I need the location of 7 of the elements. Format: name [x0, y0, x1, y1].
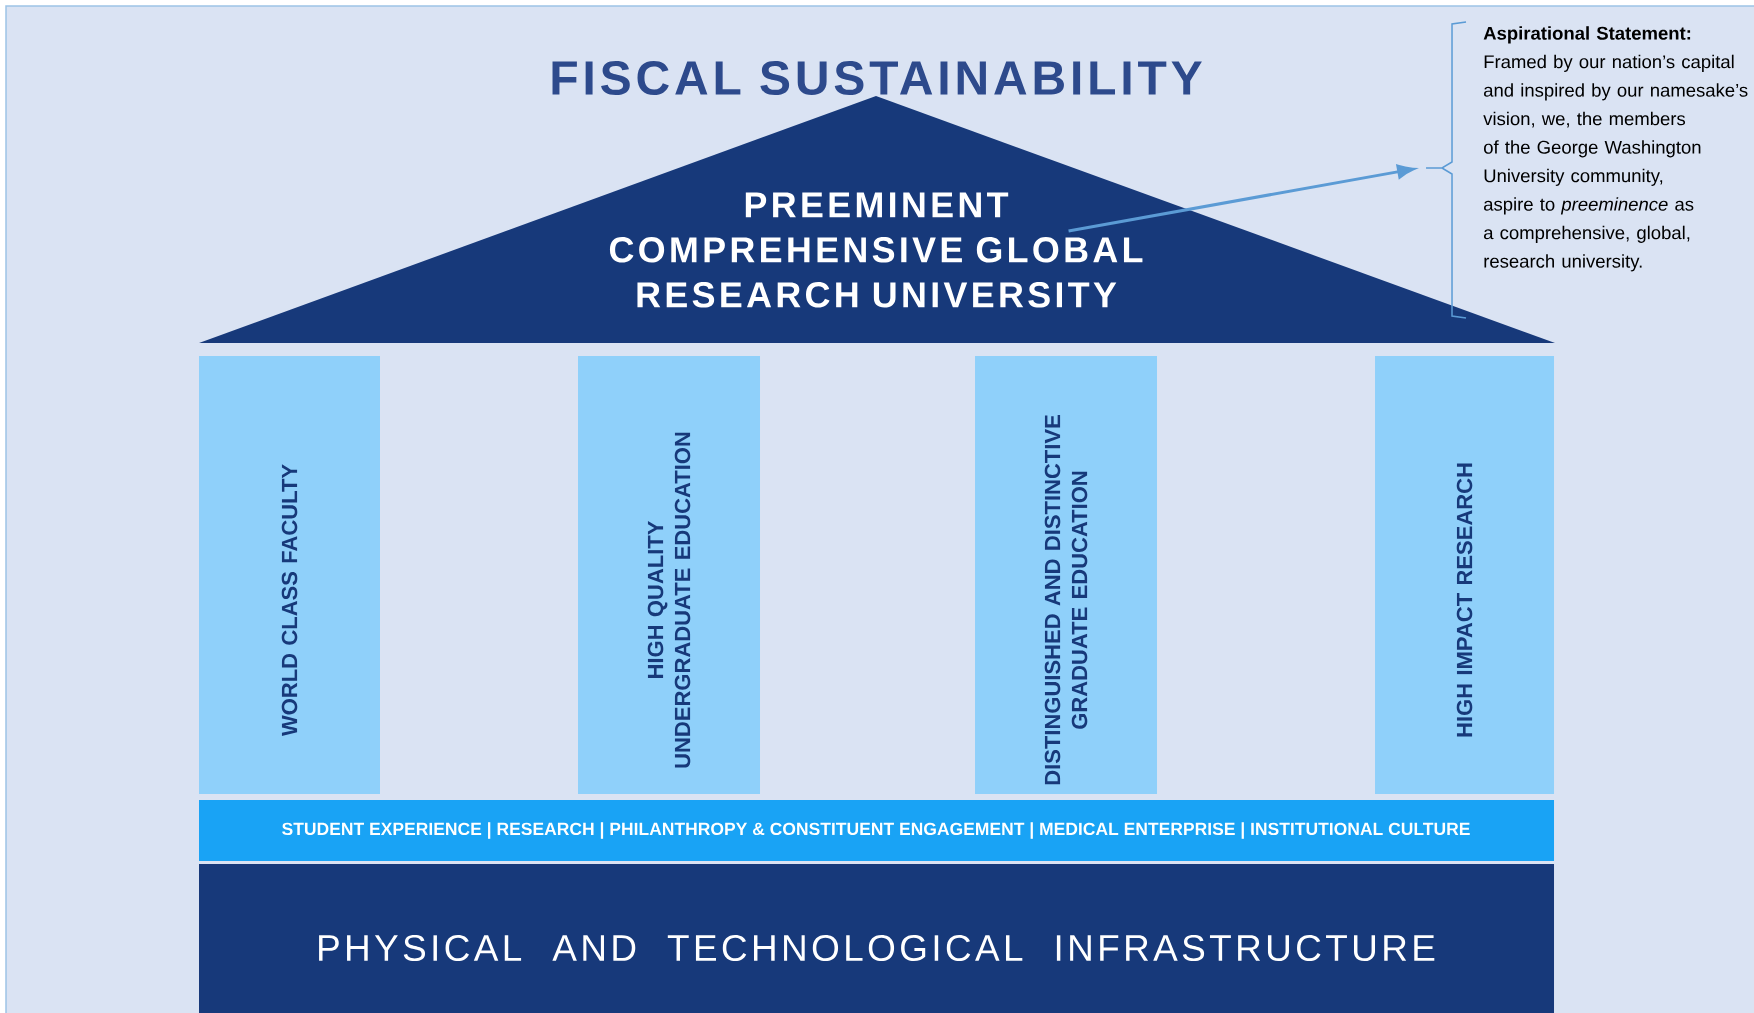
pillar: HIGH IMPACT RESEARCH	[1375, 356, 1554, 794]
foundation-block: PHYSICAL AND TECHNOLOGICAL INFRASTRUCTURE	[199, 864, 1554, 1013]
title: FISCAL SUSTAINABILITY	[552, 61, 1202, 95]
pillar: WORLD CLASS FACULTY	[199, 356, 380, 794]
band: STUDENT EXPERIENCE | RESEARCH | PHILANTHROPY & CONSTITUENT ENGAGEMENT | MEDICAL ENTERPRISE | INSTITUTIONAL CULTURE	[199, 800, 1554, 861]
pillar: HIGH QUALITY UNDERGRADUATE EDUCATION	[578, 356, 760, 794]
pillar: DISTINGUISHED AND DISTINCTIVE GRADUATE EDUCATION	[975, 356, 1157, 794]
